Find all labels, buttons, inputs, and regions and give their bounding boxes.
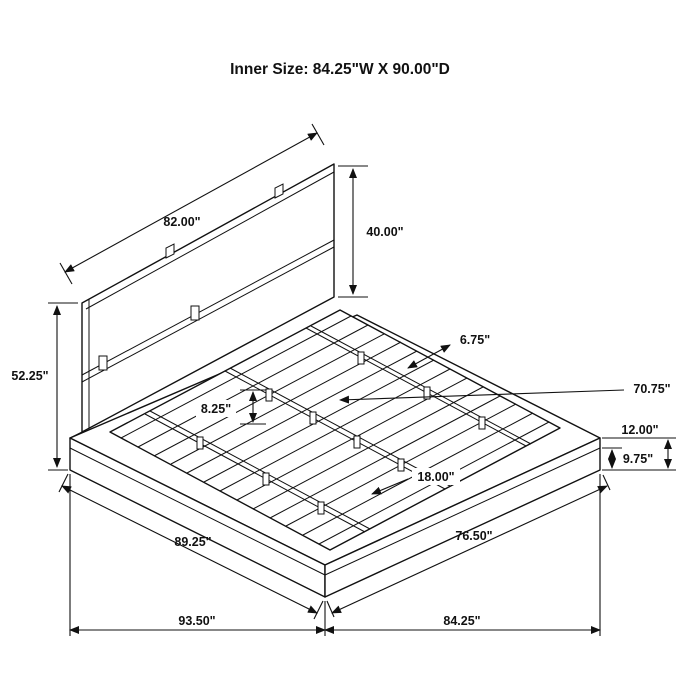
dim-label-headboard-width: 82.00" [163,215,200,229]
dim-headboard-total-height: 52.25" [11,302,78,471]
dim-label-side-rail-width: 6.75" [460,333,490,347]
dim-label-rail-height: 8.25" [201,402,231,416]
dim-rail-height: 8.25" [196,389,266,425]
dim-platform-left-edge: 89.25" [58,473,324,620]
dim-center-support: 18.00" [371,468,460,495]
dim-label-headboard-panel-height: 40.00" [366,225,403,239]
dim-label-slat-length: 70.75" [633,382,670,396]
dim-label-platform-left-edge: 89.25" [174,535,211,549]
seam-notch [190,305,200,321]
dim-platform-right-edge: 76.50" [326,474,611,618]
seam-notch [98,355,108,371]
dim-label-base-height: 9.75" [623,452,653,466]
headboard-base-joint [69,431,83,439]
dim-label-overall-depth: 93.50" [178,614,215,628]
diagram-title: Inner Size: 84.25"W X 90.00"D [230,61,450,78]
dim-label-headboard-total-height: 52.25" [11,369,48,383]
dim-overall-width: 84.25" [324,474,601,636]
dim-headboard-panel-height: 40.00" [338,165,404,298]
support-rails [144,325,532,533]
dim-headboard-width: 82.00" [59,123,325,285]
dim-label-platform-height: 12.00" [621,423,658,437]
dim-label-center-support: 18.00" [417,470,454,484]
dim-slat-length: 70.75" [339,382,671,404]
dim-label-overall-width: 84.25" [443,614,480,628]
dim-label-platform-right-edge: 76.50" [455,529,492,543]
dim-platform-heights: 9.75" 12.00" [602,423,676,471]
slat-brackets [196,351,486,515]
dim-side-rail-width: 6.75" [407,331,496,369]
